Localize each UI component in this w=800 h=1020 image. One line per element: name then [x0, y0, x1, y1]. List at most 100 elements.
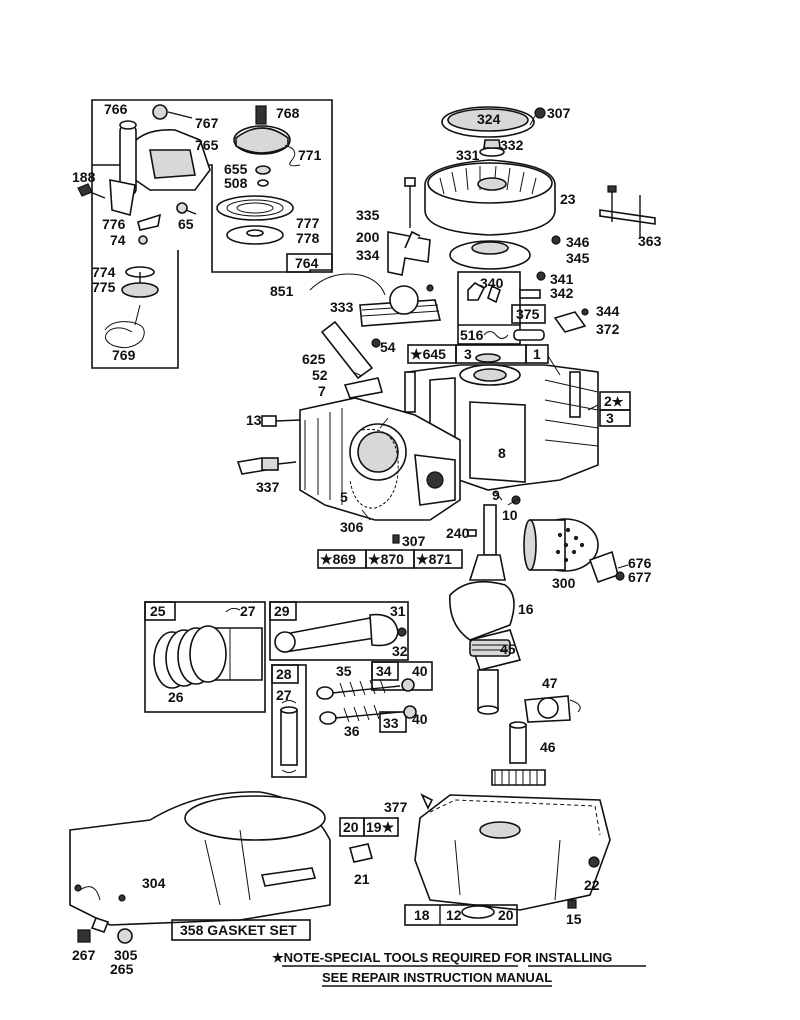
label-star-645: ★645: [410, 346, 446, 362]
label-13: 13: [246, 412, 262, 428]
label-340: 340: [480, 275, 504, 291]
flywheel-group: [309, 106, 656, 345]
label-32: 32: [392, 643, 408, 659]
label-344: 344: [596, 303, 620, 319]
label-342: 342: [550, 285, 574, 301]
label-765: 765: [195, 137, 219, 153]
label-775: 775: [92, 279, 116, 295]
gasket-set-label: 358 GASKET SET: [180, 922, 297, 938]
label-655: 655: [224, 161, 248, 177]
label-2-star: 2★: [604, 393, 624, 409]
label-31: 31: [390, 603, 406, 619]
label-188: 188: [72, 169, 96, 185]
label-363: 363: [638, 233, 662, 249]
label-1: 1: [533, 346, 541, 362]
label-8: 8: [498, 445, 506, 461]
label-25: 25: [150, 603, 166, 619]
label-40-bottom: 40: [412, 711, 428, 727]
label-35: 35: [336, 663, 352, 679]
label-304: 304: [142, 875, 166, 891]
label-3-top: 3: [464, 346, 472, 362]
label-335: 335: [356, 207, 380, 223]
label-20-left: 20: [343, 819, 359, 835]
label-768: 768: [276, 105, 300, 121]
label-372: 372: [596, 321, 620, 337]
label-23: 23: [560, 191, 576, 207]
label-766: 766: [104, 101, 128, 117]
label-star-869: ★869: [320, 551, 356, 567]
label-337: 337: [256, 479, 280, 495]
label-777: 777: [296, 215, 320, 231]
label-240: 240: [446, 525, 470, 541]
label-677: 677: [628, 569, 652, 585]
rewind-starter-group: [77, 99, 333, 369]
crankshaft-group: [449, 504, 629, 715]
label-28: 28: [276, 666, 292, 682]
label-265: 265: [110, 961, 134, 977]
label-15: 15: [566, 911, 582, 927]
muffler-holes: [555, 527, 585, 563]
label-29: 29: [274, 603, 290, 619]
label-74: 74: [110, 232, 126, 248]
note-block: ★NOTE-SPECIAL TOOLS REQUIRED FOR INSTALL…: [272, 950, 646, 987]
label-346: 346: [566, 234, 590, 250]
label-776: 776: [102, 216, 126, 232]
label-778: 778: [296, 230, 320, 246]
label-33: 33: [383, 715, 399, 731]
label-774: 774: [92, 264, 116, 280]
label-333: 333: [330, 299, 354, 315]
label-769: 769: [112, 347, 136, 363]
label-36: 36: [344, 723, 360, 739]
cylinder-block-group: [236, 320, 631, 569]
label-27-mid: 27: [276, 687, 292, 703]
label-625: 625: [302, 351, 326, 367]
label-516: 516: [460, 327, 484, 343]
label-9: 9: [492, 487, 500, 503]
label-21: 21: [354, 871, 370, 887]
label-20-bottom: 20: [498, 907, 514, 923]
label-22: 22: [584, 877, 600, 893]
label-267: 267: [72, 947, 96, 963]
label-10: 10: [502, 507, 518, 523]
label-334: 334: [356, 247, 380, 263]
label-764: 764: [295, 255, 319, 271]
label-27-top: 27: [240, 603, 256, 619]
label-377: 377: [384, 799, 408, 815]
label-12: 12: [446, 907, 462, 923]
label-19-star: 19★: [366, 819, 395, 835]
label-40-top: 40: [412, 663, 428, 679]
label-307-top: 307: [547, 105, 571, 121]
camshaft-group: [491, 695, 581, 786]
label-300: 300: [552, 575, 576, 591]
label-331: 331: [456, 147, 480, 163]
label-5: 5: [340, 489, 348, 505]
label-767: 767: [195, 115, 219, 131]
label-7: 7: [318, 383, 326, 399]
label-200: 200: [356, 229, 380, 245]
label-306: 306: [340, 519, 364, 535]
sump-group: [339, 793, 611, 926]
label-52: 52: [312, 367, 328, 383]
label-star-870: ★870: [368, 551, 404, 567]
label-324: 324: [477, 111, 501, 127]
label-18: 18: [414, 907, 430, 923]
label-508: 508: [224, 175, 248, 191]
label-305: 305: [114, 947, 138, 963]
label-16: 16: [518, 601, 534, 617]
label-54: 54: [380, 339, 396, 355]
label-341: 341: [550, 271, 574, 287]
piston-group: [144, 601, 433, 778]
label-676: 676: [628, 555, 652, 571]
label-851: 851: [270, 283, 294, 299]
label-34: 34: [376, 663, 392, 679]
blower-housing-group: [69, 791, 331, 944]
label-star-871: ★871: [416, 551, 452, 567]
label-47: 47: [542, 675, 558, 691]
label-3-right: 3: [606, 410, 614, 426]
part-number-labels: 766 767 768 765 771 655 508 188 776 74 6…: [72, 101, 662, 977]
label-345: 345: [566, 250, 590, 266]
label-332: 332: [500, 137, 524, 153]
note-line-2: SEE REPAIR INSTRUCTION MANUAL: [322, 970, 552, 985]
label-46: 46: [540, 739, 556, 755]
